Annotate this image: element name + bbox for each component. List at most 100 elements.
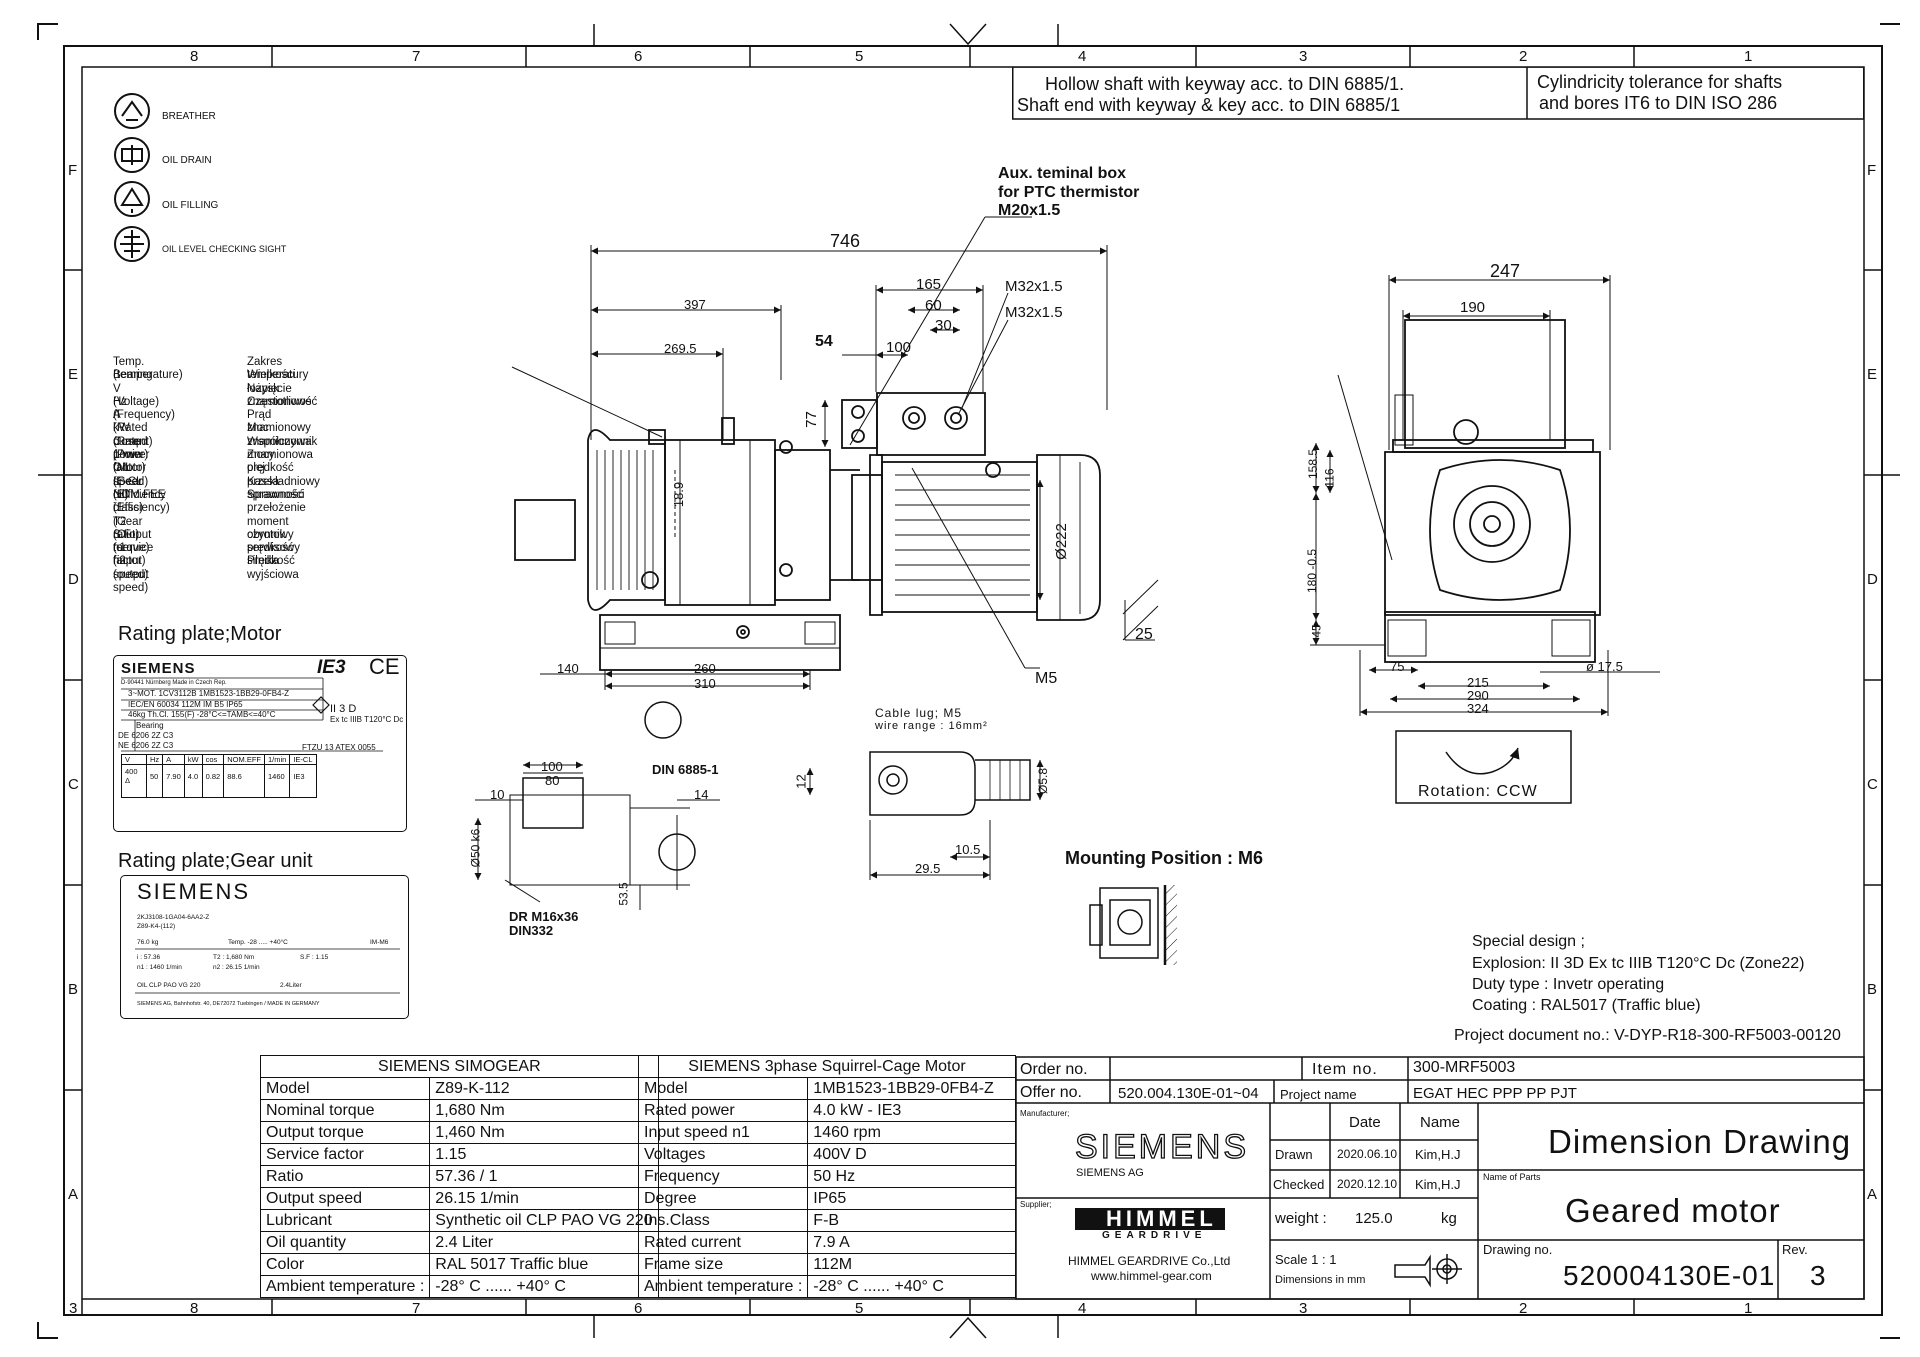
item-no: 300-MRF5003 bbox=[1413, 1059, 1516, 1076]
offer-no: 520.004.130E-01~04 bbox=[1118, 1085, 1259, 1102]
gear-rating-plate bbox=[120, 875, 409, 1019]
din-6885-label: DIN 6885-1 bbox=[652, 762, 719, 777]
col-label: 3 bbox=[1299, 1300, 1308, 1317]
dim-54: 54 bbox=[815, 333, 833, 350]
motor-plate-brand: SIEMENS bbox=[121, 660, 196, 677]
col-label: 1 bbox=[1744, 1300, 1753, 1317]
dim-260: 260 bbox=[694, 661, 716, 676]
symbol-label: OIL LEVEL CHECKING SIGHT bbox=[162, 244, 287, 254]
rotation-box bbox=[1395, 730, 1572, 804]
col-label: 5 bbox=[855, 48, 864, 65]
name-header: Name bbox=[1420, 1114, 1461, 1131]
dim-310: 310 bbox=[694, 676, 716, 691]
aux-box-note-2: for PTC thermistor bbox=[998, 184, 1140, 201]
plate-val: 1460 bbox=[263, 764, 291, 798]
gear-plate-weight: 76.0 kg bbox=[137, 939, 159, 946]
cable-lug-label-2: wire range : 16mm² bbox=[875, 720, 988, 732]
gear-plate-ratio: i : 57.36 bbox=[137, 954, 161, 961]
col-label: 3 bbox=[1299, 48, 1308, 65]
item-no-label: Item no. bbox=[1312, 1061, 1378, 1078]
col-label: 6 bbox=[634, 1300, 643, 1317]
dim-m32b: M32x1.5 bbox=[1005, 304, 1063, 321]
row-label: B bbox=[1867, 981, 1878, 998]
scale-label: Scale 1 : 1 bbox=[1275, 1252, 1337, 1267]
col-label: 2 bbox=[1519, 1300, 1528, 1317]
symbol-label: OIL DRAIN bbox=[162, 155, 212, 166]
motor-plate-cert: FTZU 13 ATEX 0055 bbox=[302, 743, 376, 752]
dim-k14: 14 bbox=[694, 787, 709, 802]
row-label: F bbox=[68, 162, 78, 179]
plate-val: 50 bbox=[145, 764, 164, 798]
drawing-no-label: Drawing no. bbox=[1483, 1242, 1553, 1257]
weight-unit: kg bbox=[1441, 1210, 1457, 1227]
col-label: 5 bbox=[855, 1300, 864, 1317]
gear-plate-code: 2KJ3108-1GA04-6AA2-Z bbox=[137, 914, 210, 921]
motor-plate-atex: II 3 D bbox=[330, 703, 357, 715]
checked-label: Checked bbox=[1273, 1177, 1325, 1192]
siemens-logo: SIEMENS bbox=[1074, 1128, 1250, 1166]
row-label: A bbox=[68, 1186, 79, 1203]
end-view bbox=[1310, 275, 1660, 716]
plate-val: 88.6 bbox=[223, 764, 265, 798]
document-title: Dimension Drawing bbox=[1548, 1123, 1852, 1160]
note-shaft-end: Shaft end with keyway & key acc. to DIN … bbox=[1017, 95, 1401, 115]
row-label: E bbox=[68, 366, 79, 383]
col-label: 7 bbox=[412, 1300, 421, 1317]
aux-box-note-3: M20x1.5 bbox=[998, 202, 1061, 219]
plate-val: IE3 bbox=[289, 764, 317, 798]
dim-397: 397 bbox=[684, 297, 706, 312]
project-name-label: Project name bbox=[1280, 1087, 1357, 1102]
motor-plate-values: V Hz A kW cos NOM.EFF 1/min IE-CL 400 Δ … bbox=[121, 754, 317, 798]
cable-lug-label: Cable lug; M5 bbox=[875, 706, 963, 720]
note-hollow-shaft: Hollow shaft with keyway acc. to DIN 688… bbox=[1045, 74, 1405, 94]
gear-plate-oil-qty: 2.4Liter bbox=[280, 982, 302, 989]
motor-plate-atex-2: Ex tc IIIB T120°C Dc bbox=[330, 715, 404, 724]
drawing-no: 520004130E-01 bbox=[1563, 1260, 1776, 1291]
dimension-unit: Dimensions in mm bbox=[1275, 1274, 1366, 1286]
special-explosion: Explosion: II 3D Ex tc IIIB T120°C Dc (Z… bbox=[1472, 955, 1805, 972]
dim-d17: ø 17.5 bbox=[1586, 659, 1623, 674]
mounting-sketch bbox=[1089, 885, 1177, 965]
row-label: E bbox=[1867, 366, 1878, 383]
note-cylindricity-2: and bores IT6 to DIN ISO 286 bbox=[1539, 93, 1778, 113]
plate-val: 4.0 bbox=[183, 764, 203, 798]
gear-plate-oil: OIL CLP PAO VG 220 bbox=[137, 982, 201, 989]
dim-c29: 29.5 bbox=[915, 861, 941, 876]
date-header: Date bbox=[1349, 1114, 1381, 1131]
rev-value: 3 bbox=[1810, 1260, 1826, 1291]
motor-plate-std: IEC/EN 60034 112M IM B5 IP65 bbox=[128, 700, 243, 709]
rotation-label: Rotation: CCW bbox=[1418, 783, 1538, 800]
motor-plate-grid bbox=[121, 677, 383, 752]
motor-plate-type: 3~MOT. 1CV3112B 1MB1523-1BB29-0FB4-Z bbox=[128, 689, 290, 698]
dim-60: 60 bbox=[925, 297, 942, 314]
keyway-detail bbox=[474, 701, 720, 910]
row-label: D bbox=[68, 571, 79, 588]
dim-k10: 10 bbox=[490, 787, 505, 802]
motor-plate-addr: D-90441 Nürnberg Made in Czech Rep. bbox=[121, 680, 227, 686]
himmel-logo bbox=[1075, 1208, 1225, 1230]
col-label: 8 bbox=[190, 1300, 199, 1317]
dim-100: 100 bbox=[886, 339, 912, 356]
row-label: D bbox=[1867, 571, 1878, 588]
gear-plate-brand: SIEMENS bbox=[137, 879, 251, 904]
row-label: C bbox=[68, 776, 79, 793]
gear-plate-footer: SIEMENS AG, Bahnhofstr. 40, DE72072 Tueb… bbox=[137, 1001, 320, 1007]
gear-table-title: SIEMENS SIMOGEAR bbox=[260, 1055, 659, 1078]
dim-c10: 10.5 bbox=[955, 842, 981, 857]
checked-date: 2020.12.10 bbox=[1337, 1177, 1398, 1191]
dim-247: 247 bbox=[1490, 261, 1521, 281]
weight-label: weight : bbox=[1275, 1210, 1327, 1227]
dim-30: 30 bbox=[935, 317, 952, 334]
col-label: 1 bbox=[1744, 48, 1753, 65]
checked-name: Kim,H.J bbox=[1415, 1177, 1461, 1192]
dim-190: 190 bbox=[1460, 299, 1486, 316]
special-design: Special design ; bbox=[1472, 933, 1585, 950]
cable-lug-detail bbox=[806, 751, 1044, 880]
parts-label: Name of Parts bbox=[1483, 1172, 1541, 1182]
weight-value: 125.0 bbox=[1355, 1210, 1393, 1227]
gear-plate-lines bbox=[135, 948, 400, 994]
order-no-label: Order no. bbox=[1020, 1061, 1088, 1078]
symbol-label: OIL FILLING bbox=[162, 200, 219, 211]
